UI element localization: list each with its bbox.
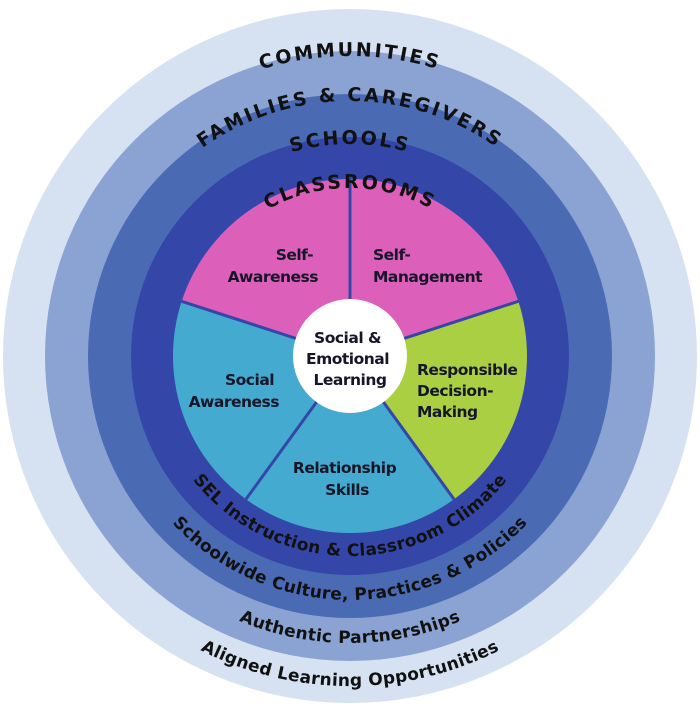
label-self-management: Self- Management: [373, 246, 483, 286]
wedge-self-awareness: [181, 179, 350, 356]
center-circle: [293, 299, 407, 413]
wedge-relationship-skills: [245, 356, 455, 533]
label-social-awareness: Social Awareness: [189, 371, 280, 411]
center-label: Social & Emotional Learning: [306, 329, 394, 389]
label-relationship-skills: Relationship Skills: [293, 459, 401, 499]
wedge-self-management: [350, 179, 519, 356]
label-self-awareness: Self- Awareness: [228, 246, 319, 286]
label-responsible-decision-making: Responsible Decision- Making: [417, 361, 522, 421]
